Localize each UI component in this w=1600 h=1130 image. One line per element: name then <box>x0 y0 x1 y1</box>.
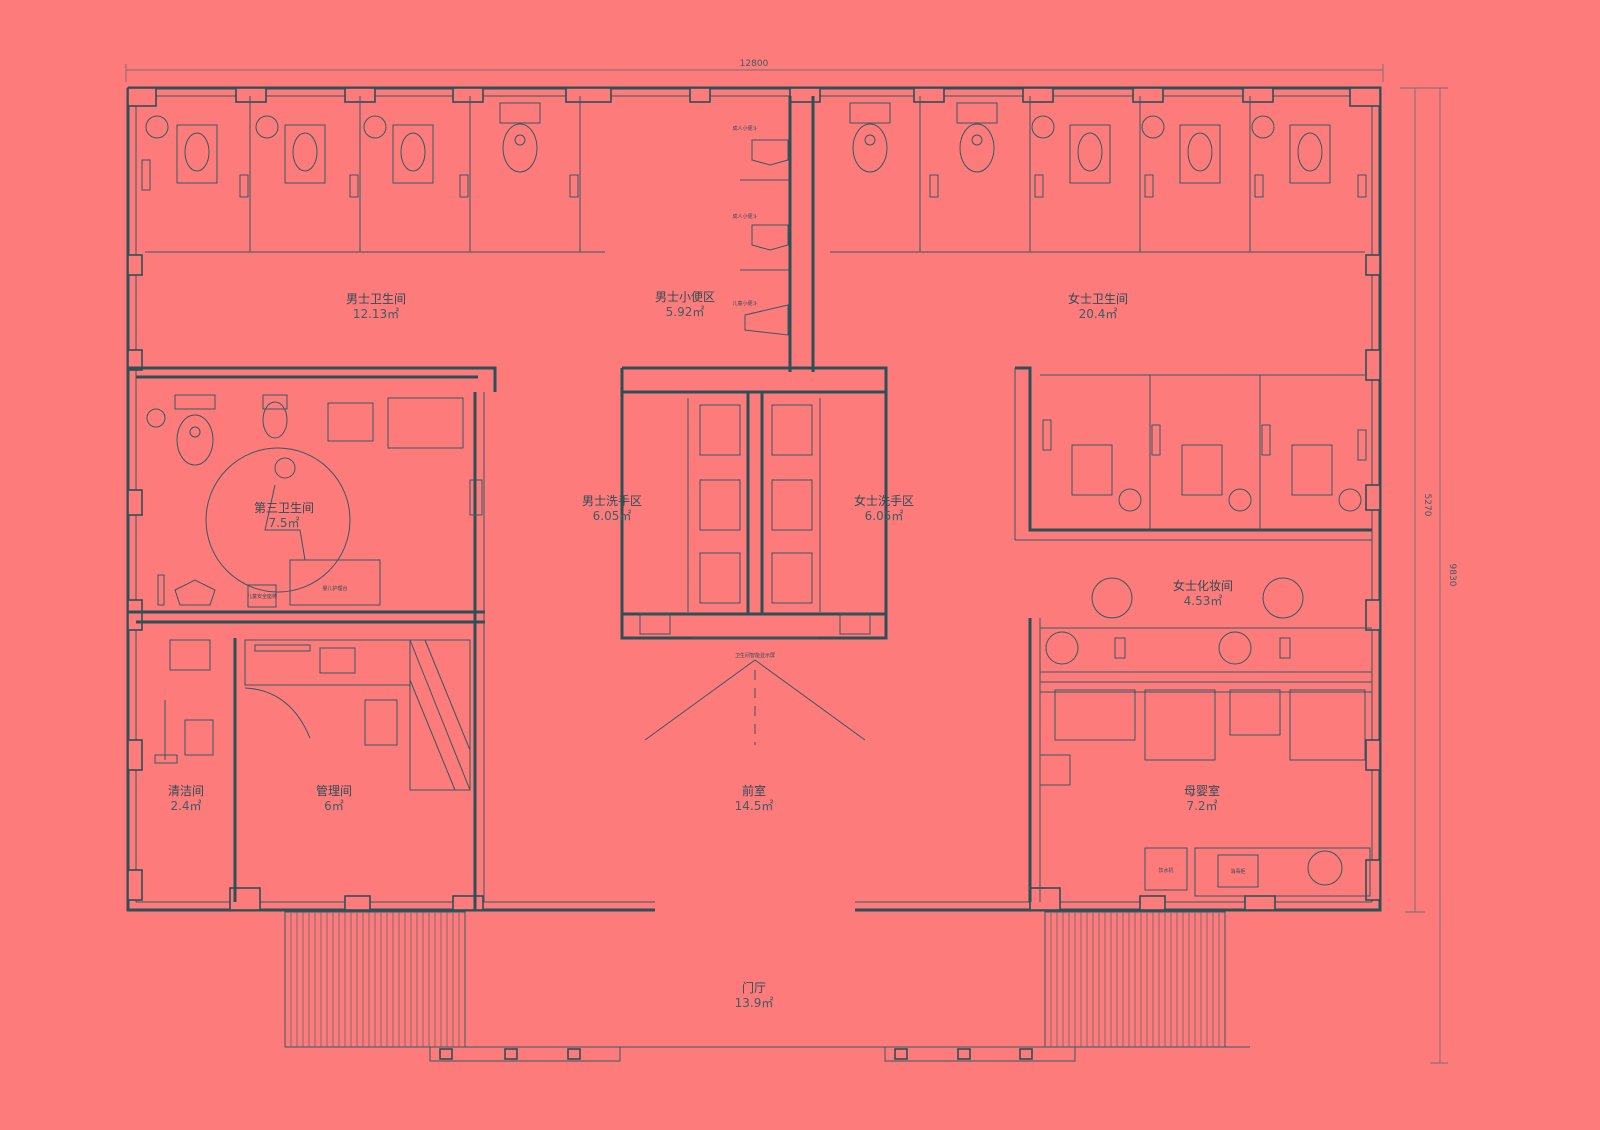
third-toilet-name: 第三卫生间 <box>254 501 314 515</box>
guide-sign-label: 卫生间智能显示屏 <box>735 652 775 659</box>
womens-makeup-name: 女士化妆间 <box>1173 578 1233 593</box>
cleaning-management-fixtures <box>154 639 471 791</box>
entrance-hall-area: 13.9㎡ <box>735 996 774 1010</box>
third-toilet-fixtures: 儿童安全座椅 婴儿护理台 <box>146 394 483 608</box>
management-name: 管理间 <box>316 783 352 798</box>
womens-makeup-area: 4.53㎡ <box>1184 594 1223 608</box>
changing-table-label: 婴儿护理台 <box>322 585 347 592</box>
womens-stalls <box>830 96 1367 253</box>
mens-toilet-area: 12.13㎡ <box>353 307 399 321</box>
mens-wash-name: 男士洗手区 <box>582 494 642 508</box>
urinal-3-label: 儿童小便斗 <box>732 300 757 307</box>
entrance-hall-name: 门厅 <box>742 980 766 995</box>
interior-walls <box>128 96 1372 910</box>
mens-stalls <box>141 96 605 253</box>
mens-urinal-name: 男士小便区 <box>655 290 715 304</box>
room-labels: 男士卫生间 12.13㎡ 男士小便区 5.92㎡ 女士卫生间 20.4㎡ 第三卫… <box>168 290 1233 1010</box>
overall-height-dimension: 9830 <box>1447 564 1457 587</box>
water-dispenser-label: 饮水机 <box>1158 867 1173 874</box>
overall-width-dimension: 12800 <box>740 59 769 69</box>
dimension-lines: 12800 5270 9830 <box>125 59 1457 1064</box>
wash-basins: 卫生间智能显示屏 <box>639 398 871 659</box>
third-toilet-area: 7.5㎡ <box>268 516 299 530</box>
womens-wash-name: 女士洗手区 <box>854 493 914 508</box>
mother-baby-fixtures: 饮水机 消毒柜 <box>1039 689 1371 897</box>
mens-toilet-name: 男士卫生间 <box>346 292 406 306</box>
sterilizer-label: 消毒柜 <box>1230 868 1245 875</box>
front-room-door <box>644 659 866 745</box>
mens-urinal-area: 5.92㎡ <box>666 305 705 319</box>
womens-toilet-name: 女士卫生间 <box>1068 291 1128 306</box>
baby-seat-label: 儿童安全座椅 <box>247 593 277 600</box>
urinal-2-label: 成人小便斗 <box>732 213 757 220</box>
cleaning-name: 清洁间 <box>168 784 204 798</box>
exterior-walls <box>126 86 1382 912</box>
management-area: 6㎡ <box>324 799 344 813</box>
womens-toilet-area: 20.4㎡ <box>1079 307 1118 321</box>
mother-baby-name: 母婴室 <box>1184 783 1220 798</box>
mens-urinals: 成人小便斗 成人小便斗 儿童小便斗 <box>732 125 790 336</box>
entrance-steps <box>284 911 1250 1062</box>
womens-lower-stalls <box>1040 374 1367 530</box>
womens-wash-area: 6.05㎡ <box>865 509 904 523</box>
partial-height-dimension: 5270 <box>1422 494 1432 517</box>
front-room-name: 前室 <box>742 783 766 798</box>
mens-wash-area: 6.05㎡ <box>593 509 632 523</box>
front-room-area: 14.5㎡ <box>735 799 774 813</box>
makeup-fixtures <box>1045 577 1304 665</box>
cleaning-area: 2.4㎡ <box>170 799 201 813</box>
urinal-1-label: 成人小便斗 <box>732 125 757 132</box>
mother-baby-area: 7.2㎡ <box>1186 799 1217 813</box>
